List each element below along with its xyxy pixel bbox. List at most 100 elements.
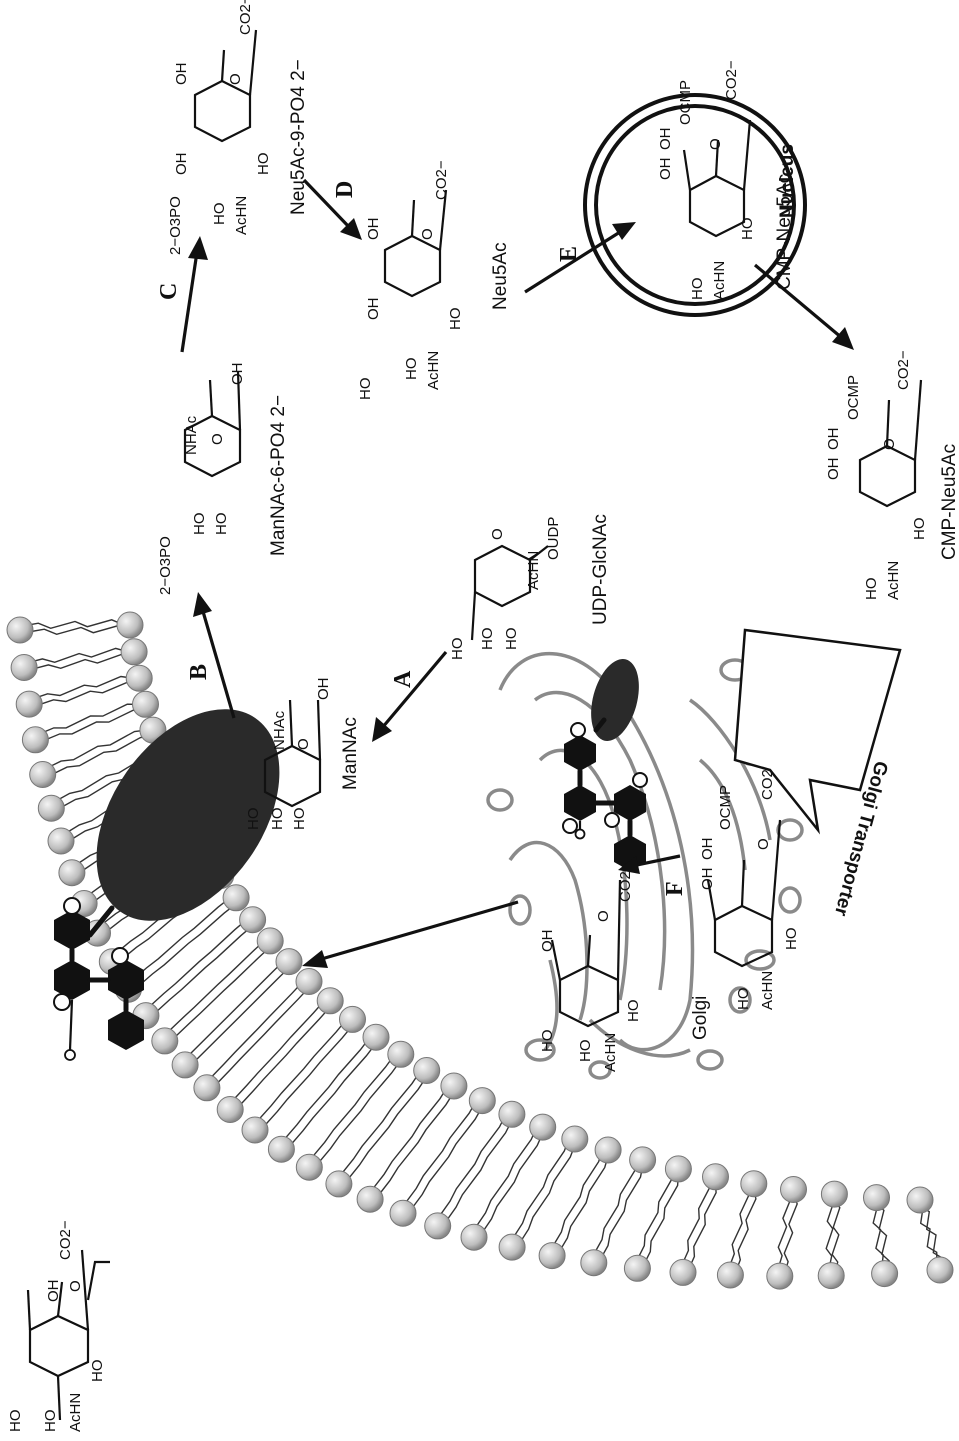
group-label: OH bbox=[657, 158, 674, 181]
lipid-head bbox=[326, 1171, 352, 1197]
lipid-tail bbox=[509, 1139, 569, 1244]
group-label: HO bbox=[449, 638, 466, 661]
lipid-tail bbox=[284, 1043, 376, 1152]
lipid-tail bbox=[400, 1101, 476, 1211]
group-label: HO bbox=[447, 308, 464, 331]
lipid-tail bbox=[435, 1114, 506, 1223]
lipid-tail bbox=[32, 683, 139, 708]
lipid-head bbox=[357, 1186, 383, 1212]
lipid-tail bbox=[182, 962, 283, 1062]
lipid-tail bbox=[549, 1150, 602, 1253]
lipid-head bbox=[624, 1255, 650, 1281]
lipid-tail bbox=[32, 704, 139, 737]
group-label: OCMP bbox=[677, 80, 694, 125]
group-label: OH bbox=[173, 63, 190, 86]
lipid-tail bbox=[278, 1037, 370, 1146]
lipid-head bbox=[581, 1250, 607, 1276]
lipid-head bbox=[703, 1164, 729, 1190]
lipid-head bbox=[425, 1213, 451, 1239]
arrow-nucleus-export bbox=[755, 265, 854, 350]
group-label: AcHN bbox=[525, 551, 542, 590]
lipid-head bbox=[414, 1058, 440, 1084]
cmp-neu5ac-groups: OH OH OCMP HO AcHN HO O CO2− bbox=[825, 350, 928, 600]
lipid-head bbox=[152, 1028, 178, 1054]
group-label: HO bbox=[42, 1410, 59, 1433]
group-label: AcHN bbox=[759, 971, 776, 1010]
lipid-tail bbox=[727, 1184, 749, 1272]
step-c-label: C bbox=[156, 283, 182, 300]
group-label: OH bbox=[173, 153, 190, 176]
lipid-head bbox=[59, 860, 85, 886]
lipid-head bbox=[907, 1187, 933, 1213]
neu5ac-structure bbox=[385, 190, 446, 296]
lipid-head bbox=[257, 928, 283, 954]
neu5ac-9-phosphate-structure bbox=[195, 30, 256, 141]
group-label: O bbox=[755, 838, 772, 850]
lipid-tail bbox=[21, 648, 128, 664]
lipid-head bbox=[121, 639, 147, 665]
lipid-head bbox=[818, 1263, 844, 1289]
golgi-protein bbox=[583, 654, 647, 747]
neu5ac-9-phosphate-name: Neu5Ac-9-PO4 2− bbox=[288, 59, 309, 215]
group-label: HO bbox=[213, 513, 230, 536]
group-label: AcHN bbox=[885, 561, 902, 600]
lipid-head bbox=[781, 1177, 807, 1203]
neu5ac-name: Neu5Ac bbox=[490, 242, 511, 310]
group-label: O bbox=[595, 910, 612, 922]
lipid-head bbox=[268, 1136, 294, 1162]
lipid-tail bbox=[515, 1145, 575, 1250]
cmp-neu5ac-name: CMP-Neu5Ac bbox=[939, 444, 959, 560]
lipid-tail bbox=[188, 968, 289, 1068]
mannac-6-phosphate-groups: 2−O3PO HO HO NHAc O OH bbox=[157, 363, 246, 596]
lipid-head bbox=[340, 1006, 366, 1032]
lipid-head bbox=[7, 617, 33, 643]
lipid-head bbox=[530, 1114, 556, 1140]
group-label: OH bbox=[45, 1280, 62, 1303]
lipid-head bbox=[126, 665, 152, 691]
lipid-head bbox=[296, 969, 322, 995]
group-label: OH bbox=[539, 930, 556, 953]
group-label: AcHN bbox=[233, 196, 250, 235]
lipid-tail bbox=[252, 1019, 347, 1127]
lipid-head bbox=[595, 1137, 621, 1163]
lipid-tail bbox=[26, 677, 133, 702]
group-label: O bbox=[209, 433, 226, 445]
lipid-head bbox=[469, 1088, 495, 1114]
golgi-cmp-neu5ac-groups: OH OH OCMP HO AcHN HO O CO2− bbox=[699, 760, 800, 1010]
group-label: CO2− bbox=[57, 1220, 74, 1260]
group-label: AcHN bbox=[711, 261, 728, 300]
lipid-head bbox=[461, 1224, 487, 1250]
lipid-head bbox=[363, 1024, 389, 1050]
group-label: OH bbox=[825, 428, 842, 451]
udp-glcnac-name: UDP-GlcNAc bbox=[590, 514, 611, 625]
group-label: OCMP bbox=[845, 375, 862, 420]
group-label: 2−O3PO bbox=[167, 196, 184, 255]
group-label: O bbox=[295, 738, 312, 750]
lipid-tail bbox=[373, 1092, 454, 1202]
mannac-6-phosphate-name: ManNAc-6-PO4 2− bbox=[268, 395, 289, 556]
group-label: HO bbox=[479, 628, 496, 651]
lipid-tail bbox=[640, 1175, 678, 1271]
group-label: HO bbox=[357, 378, 374, 401]
lipid-tail bbox=[597, 1166, 643, 1266]
group-label: HO bbox=[191, 513, 208, 536]
surface-glycan-chain bbox=[54, 898, 144, 1060]
lipid-tail bbox=[27, 654, 134, 670]
lipid-head bbox=[172, 1052, 198, 1078]
group-label: O bbox=[419, 228, 436, 240]
step-e-label: E bbox=[556, 246, 582, 262]
lipid-head bbox=[240, 907, 266, 933]
group-label: HO bbox=[783, 928, 800, 951]
group-label: CO2− bbox=[723, 60, 740, 100]
lipid-head bbox=[217, 1097, 243, 1123]
step-a-label: A bbox=[390, 670, 416, 688]
group-label: OH bbox=[825, 458, 842, 481]
lipid-head bbox=[22, 727, 48, 753]
group-label: O bbox=[67, 1280, 84, 1292]
lipid-head bbox=[441, 1073, 467, 1099]
group-label: NHAc bbox=[271, 710, 288, 750]
mannac-name: ManNAc bbox=[340, 717, 361, 790]
lipid-head bbox=[133, 691, 159, 717]
group-label: HO bbox=[211, 203, 228, 226]
